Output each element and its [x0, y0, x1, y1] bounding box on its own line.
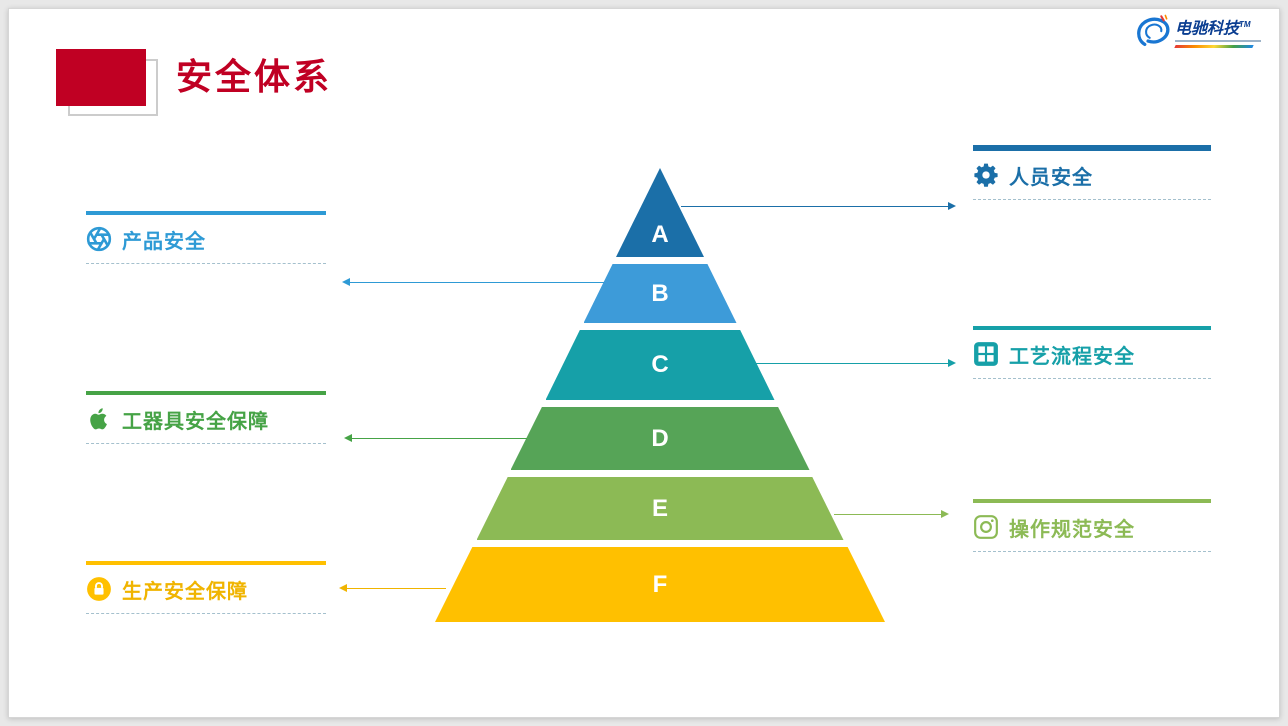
connector-arrow-c — [756, 359, 956, 367]
company-logo: 电驰科技TM — [1133, 13, 1261, 51]
label-topline — [86, 211, 326, 215]
label-dashline — [973, 551, 1211, 552]
label-text: 工器具安全保障 — [122, 410, 269, 433]
apple-icon — [86, 406, 112, 432]
layer-letter-e: E — [651, 494, 668, 522]
connector-arrow-b — [342, 278, 604, 286]
layer-letter-a: A — [651, 221, 669, 248]
label-topline — [86, 561, 326, 565]
label-tool-safety: 工器具安全保障 — [86, 391, 326, 444]
label-production-safety: 生产安全保障 — [86, 561, 326, 614]
label-product-safety: 产品安全 — [86, 211, 326, 264]
layer-letter-d: D — [651, 424, 669, 452]
label-topline — [973, 145, 1211, 151]
logo-brand-text: 电驰科技 — [1175, 20, 1240, 38]
label-dashline — [86, 613, 326, 614]
label-topline — [973, 499, 1211, 503]
logo-swoosh-icon — [1133, 13, 1173, 51]
camera-icon — [973, 514, 999, 540]
connector-arrow-a — [681, 202, 956, 210]
logo-subtext-bar — [1175, 40, 1261, 43]
label-process-safety: 工艺流程安全 — [973, 326, 1211, 379]
label-dashline — [973, 378, 1211, 379]
pyramid-layer-a: A — [616, 168, 704, 257]
gear-icon — [973, 162, 999, 188]
logo-color-bar — [1174, 45, 1254, 49]
pyramid-diagram: A B C D E F — [435, 168, 885, 622]
label-text: 人员安全 — [1009, 166, 1093, 189]
layer-letter-b: B — [651, 279, 669, 307]
label-text: 生产安全保障 — [122, 580, 248, 603]
label-text: 操作规范安全 — [1009, 518, 1135, 541]
title-accent-square — [56, 49, 146, 106]
slide: 安全体系 电驰科技TM A B C D E F — [8, 8, 1280, 718]
pyramid-layer-d: D — [510, 407, 810, 470]
pyramid-layer-e: E — [476, 477, 844, 540]
logo-brand: 电驰科技TM — [1175, 16, 1261, 38]
windows-grid-icon — [973, 341, 999, 367]
label-topline — [86, 391, 326, 395]
connector-arrow-f — [339, 584, 446, 592]
label-personnel-safety: 人员安全 — [973, 145, 1211, 200]
layer-letter-f: F — [652, 570, 668, 598]
label-text: 工艺流程安全 — [1009, 345, 1135, 368]
connector-arrow-d — [344, 434, 527, 442]
label-dashline — [86, 443, 326, 444]
pyramid-layer-b: B — [583, 264, 737, 323]
label-dashline — [973, 199, 1211, 200]
connector-arrow-e — [834, 510, 949, 518]
logo-tm: TM — [1239, 19, 1251, 29]
pyramid-layer-f: F — [435, 547, 885, 622]
label-operation-safety: 操作规范安全 — [973, 499, 1211, 552]
layer-letter-c: C — [651, 351, 669, 378]
pyramid-layer-c: C — [545, 330, 775, 400]
label-dashline — [86, 263, 326, 264]
aperture-icon — [86, 226, 112, 252]
slide-title: 安全体系 — [176, 56, 333, 97]
label-text: 产品安全 — [122, 230, 206, 253]
label-topline — [973, 326, 1211, 330]
lock-icon — [86, 576, 112, 602]
